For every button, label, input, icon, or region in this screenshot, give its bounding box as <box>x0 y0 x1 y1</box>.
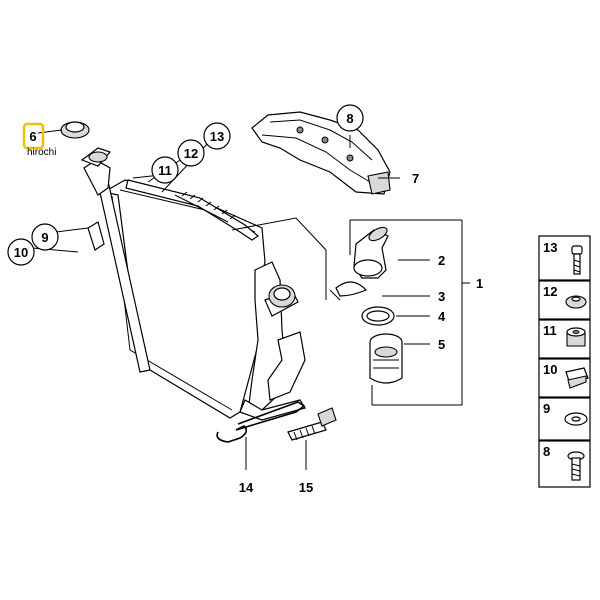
legend-item-13[interactable]: 13 <box>538 235 591 281</box>
callout-9[interactable]: 9 <box>31 223 59 251</box>
callout-12-label: 12 <box>184 146 198 161</box>
label-3: 3 <box>438 289 445 304</box>
legend-item-11[interactable]: 11 <box>538 319 591 359</box>
legend-num-11: 11 <box>543 323 557 338</box>
callout-9-label: 9 <box>41 230 48 245</box>
callout-12[interactable]: 12 <box>177 139 205 167</box>
label-15: 15 <box>299 480 313 495</box>
legend-num-13: 13 <box>543 240 557 255</box>
callout-11-label: 11 <box>158 163 172 178</box>
parts-legend: 13 12 11 <box>538 235 591 488</box>
washer-icon <box>564 412 588 426</box>
legend-num-12: 12 <box>543 284 557 299</box>
legend-num-9: 9 <box>543 401 550 416</box>
label-4: 4 <box>438 309 446 324</box>
legend-num-8: 8 <box>543 444 550 459</box>
legend-item-10[interactable]: 10 <box>538 358 591 398</box>
callout-10-label: 10 <box>14 245 28 260</box>
watermark: hirochi <box>27 147 56 158</box>
screw-icon <box>567 451 585 481</box>
legend-num-10: 10 <box>543 362 557 377</box>
label-7: 7 <box>412 171 419 186</box>
legend-item-8[interactable]: 8 <box>538 440 591 488</box>
label-2: 2 <box>438 253 445 268</box>
radiator <box>60 121 306 421</box>
label-6: 6 <box>29 129 36 144</box>
callout-10[interactable]: 10 <box>7 238 35 266</box>
callout-13[interactable]: 13 <box>203 122 231 150</box>
cover-panel <box>251 111 391 195</box>
legend-item-9[interactable]: 9 <box>538 397 591 441</box>
hook-and-bolt <box>216 401 337 443</box>
clip-nut-icon <box>565 367 589 389</box>
callout-8-label: 8 <box>346 111 353 126</box>
label-14: 14 <box>239 480 254 495</box>
legend-item-12[interactable]: 12 <box>538 280 591 320</box>
label-5: 5 <box>438 337 445 352</box>
label-1: 1 <box>476 276 483 291</box>
grommet-icon <box>565 295 587 309</box>
rubber-bushing-icon <box>566 327 586 347</box>
callout-11[interactable]: 11 <box>151 156 179 184</box>
callout-6-highlight[interactable]: 6 <box>22 122 45 150</box>
hose-parts <box>329 226 403 384</box>
bolt-stud-icon <box>571 245 583 275</box>
callout-13-label: 13 <box>210 129 224 144</box>
callout-8[interactable]: 8 <box>336 104 364 132</box>
